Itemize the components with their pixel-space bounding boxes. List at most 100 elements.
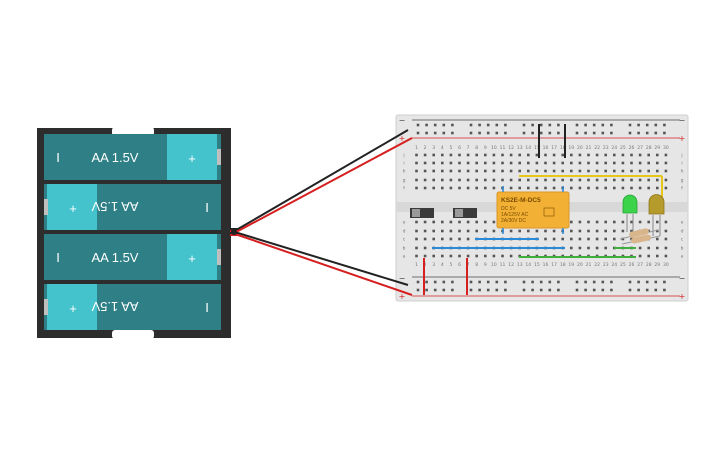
breadboard-hole[interactable] bbox=[587, 229, 590, 233]
breadboard-hole[interactable] bbox=[441, 169, 444, 173]
breadboard-hole[interactable] bbox=[484, 161, 487, 165]
breadboard-hole[interactable] bbox=[664, 220, 668, 224]
rail-hole[interactable] bbox=[628, 288, 632, 292]
breadboard-hole[interactable] bbox=[415, 178, 418, 182]
breadboard-hole[interactable] bbox=[458, 161, 461, 165]
rail-hole[interactable] bbox=[575, 123, 579, 127]
breadboard-hole[interactable] bbox=[595, 169, 599, 173]
rail-hole[interactable] bbox=[522, 131, 526, 135]
breadboard-hole[interactable] bbox=[647, 220, 650, 224]
breadboard-hole[interactable] bbox=[587, 220, 590, 224]
breadboard-hole[interactable] bbox=[630, 161, 633, 165]
breadboard-hole[interactable] bbox=[415, 186, 418, 190]
rail-hole[interactable] bbox=[601, 288, 605, 292]
breadboard-hole[interactable] bbox=[587, 178, 590, 182]
breadboard-hole[interactable] bbox=[484, 169, 487, 173]
breadboard-hole[interactable] bbox=[509, 161, 513, 165]
breadboard-hole[interactable] bbox=[613, 229, 616, 233]
breadboard-hole[interactable] bbox=[458, 220, 461, 224]
rail-hole[interactable] bbox=[522, 123, 526, 127]
rail-hole[interactable] bbox=[495, 131, 499, 135]
breadboard-hole[interactable] bbox=[484, 186, 487, 190]
breadboard-hole[interactable] bbox=[613, 161, 616, 165]
breadboard-hole[interactable] bbox=[638, 153, 642, 157]
breadboard-hole[interactable] bbox=[638, 186, 642, 190]
breadboard-hole[interactable] bbox=[604, 186, 607, 190]
rail-hole[interactable] bbox=[601, 280, 605, 284]
jumper-wires[interactable] bbox=[423, 124, 663, 295]
breadboard-hole[interactable] bbox=[544, 153, 547, 157]
breadboard-hole[interactable] bbox=[664, 254, 668, 258]
breadboard-hole[interactable] bbox=[570, 186, 573, 190]
breadboard-hole[interactable] bbox=[535, 178, 539, 182]
breadboard-hole[interactable] bbox=[630, 186, 633, 190]
breadboard-hole[interactable] bbox=[604, 153, 607, 157]
breadboard-hole[interactable] bbox=[613, 178, 616, 182]
rail-hole[interactable] bbox=[645, 123, 649, 127]
breadboard-hole[interactable] bbox=[432, 229, 435, 233]
breadboard-hole[interactable] bbox=[492, 229, 496, 233]
rail-hole[interactable] bbox=[486, 280, 490, 284]
breadboard-hole[interactable] bbox=[578, 178, 582, 182]
rail-hole[interactable] bbox=[495, 288, 499, 292]
rail-hole[interactable] bbox=[645, 280, 649, 284]
breadboard-hole[interactable] bbox=[415, 161, 418, 165]
breadboard-hole[interactable] bbox=[552, 178, 556, 182]
breadboard-hole[interactable] bbox=[458, 254, 461, 258]
breadboard-hole[interactable] bbox=[475, 161, 478, 165]
breadboard-hole[interactable] bbox=[604, 178, 607, 182]
breadboard-hole[interactable] bbox=[535, 229, 539, 233]
rail-hole[interactable] bbox=[469, 123, 473, 127]
breadboard-hole[interactable] bbox=[656, 161, 659, 165]
breadboard-hole[interactable] bbox=[415, 220, 418, 224]
breadboard-hole[interactable] bbox=[587, 161, 590, 165]
rail-hole[interactable] bbox=[584, 131, 587, 135]
breadboard-hole[interactable] bbox=[415, 237, 418, 241]
breadboard-hole[interactable] bbox=[664, 178, 668, 182]
breadboard-hole[interactable] bbox=[441, 237, 444, 241]
breadboard-hole[interactable] bbox=[647, 169, 650, 173]
breadboard-hole[interactable] bbox=[423, 246, 427, 250]
rail-hole[interactable] bbox=[592, 131, 596, 135]
led-green[interactable] bbox=[622, 194, 638, 232]
breadboard-hole[interactable] bbox=[432, 161, 435, 165]
breadboard-hole[interactable] bbox=[595, 186, 599, 190]
slide-switch-2-knob[interactable] bbox=[455, 209, 463, 217]
breadboard-hole[interactable] bbox=[423, 220, 427, 224]
rail-hole[interactable] bbox=[548, 123, 552, 127]
breadboard-hole[interactable] bbox=[458, 237, 461, 241]
breadboard-hole[interactable] bbox=[492, 220, 496, 224]
breadboard-hole[interactable] bbox=[638, 178, 642, 182]
breadboard-hole[interactable] bbox=[527, 229, 530, 233]
rail-hole[interactable] bbox=[645, 131, 649, 135]
breadboard-hole[interactable] bbox=[535, 169, 539, 173]
rail-hole[interactable] bbox=[486, 288, 490, 292]
rail-hole[interactable] bbox=[451, 123, 454, 127]
breadboard-hole[interactable] bbox=[484, 254, 487, 258]
rail-hole[interactable] bbox=[601, 131, 605, 135]
breadboard-hole[interactable] bbox=[501, 161, 504, 165]
breadboard-hole[interactable] bbox=[509, 229, 513, 233]
breadboard-hole[interactable] bbox=[492, 186, 496, 190]
breadboard-hole[interactable] bbox=[501, 169, 504, 173]
breadboard-hole[interactable] bbox=[466, 178, 470, 182]
breadboard-hole[interactable] bbox=[604, 161, 607, 165]
rail-hole[interactable] bbox=[442, 288, 446, 292]
rail-hole[interactable] bbox=[548, 288, 552, 292]
rail-hole[interactable] bbox=[495, 123, 499, 127]
battery-leads[interactable] bbox=[230, 129, 413, 296]
breadboard-hole[interactable] bbox=[656, 178, 659, 182]
slide-switch-2[interactable] bbox=[453, 208, 477, 218]
breadboard-hole[interactable] bbox=[441, 220, 444, 224]
rail-hole[interactable] bbox=[592, 280, 596, 284]
breadboard-hole[interactable] bbox=[656, 246, 659, 250]
breadboard-hole[interactable] bbox=[432, 220, 435, 224]
breadboard-hole[interactable] bbox=[527, 153, 530, 157]
breadboard-hole[interactable] bbox=[638, 220, 642, 224]
breadboard-hole[interactable] bbox=[449, 254, 453, 258]
breadboard-hole[interactable] bbox=[492, 153, 496, 157]
rail-hole[interactable] bbox=[416, 131, 420, 135]
breadboard-hole[interactable] bbox=[492, 169, 496, 173]
breadboard-hole[interactable] bbox=[449, 186, 453, 190]
rail-hole[interactable] bbox=[539, 280, 543, 284]
